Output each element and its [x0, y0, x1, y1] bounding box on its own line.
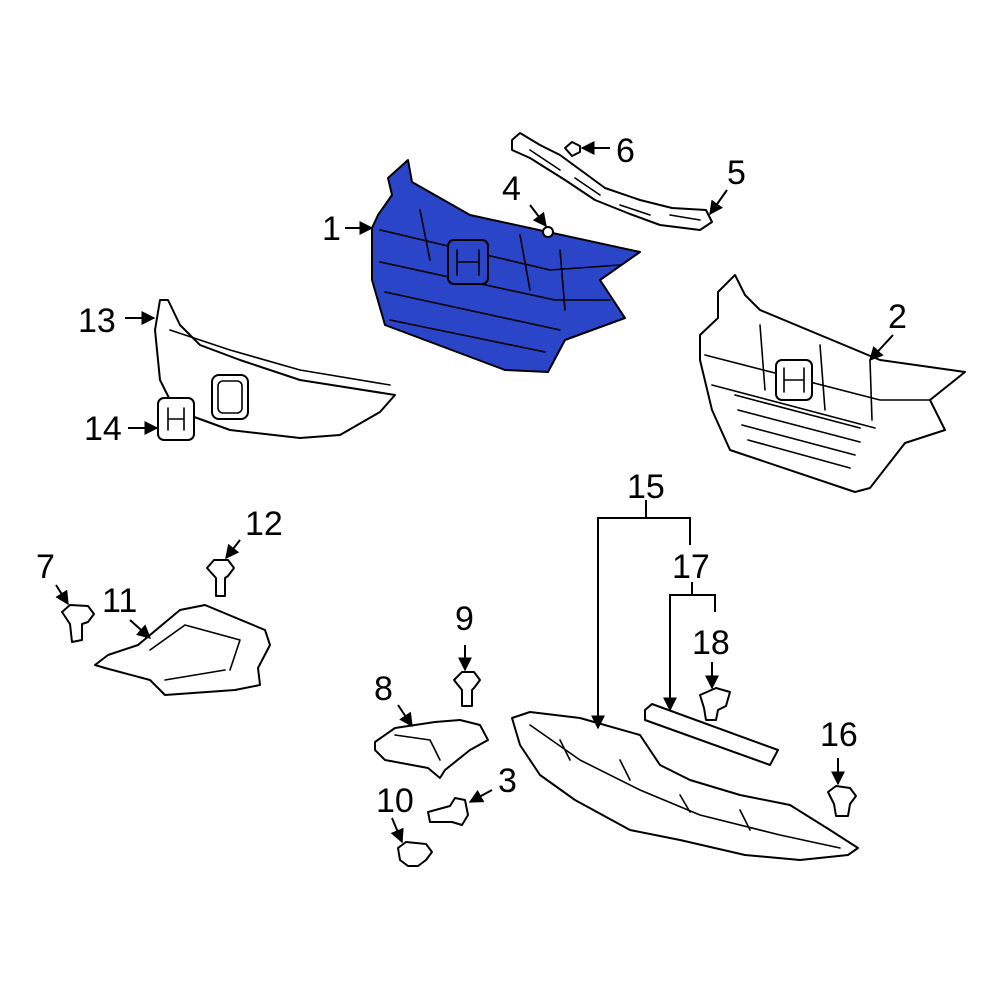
- part-4-nut[interactable]: [542, 226, 554, 238]
- callout-12: 12: [245, 505, 283, 543]
- callout-18: 18: [692, 624, 730, 662]
- callout-5: 5: [727, 154, 746, 192]
- part-5-upper-bracket[interactable]: [511, 132, 713, 231]
- callout-16: 16: [820, 716, 858, 754]
- part-9-bolt[interactable]: [453, 671, 481, 707]
- leader-lines: [55, 141, 894, 844]
- part-2-grille-assembly[interactable]: [699, 274, 966, 493]
- part-15-lower-cover[interactable]: [511, 711, 859, 861]
- callout-15: 15: [627, 468, 665, 506]
- callout-14: 14: [84, 410, 122, 448]
- part-10-clip[interactable]: [397, 841, 433, 867]
- callout-11: 11: [102, 582, 137, 620]
- part-7-clip[interactable]: [61, 604, 95, 643]
- part-11-bracket[interactable]: [94, 604, 271, 696]
- callout-4: 4: [502, 170, 521, 208]
- part-14-emblem[interactable]: [157, 397, 195, 441]
- part-16-clip[interactable]: [827, 785, 857, 817]
- part-3-screw[interactable]: [427, 797, 469, 826]
- part-8-bracket[interactable]: [374, 719, 489, 779]
- callout-13: 13: [78, 302, 116, 340]
- callout-6: 6: [616, 132, 635, 170]
- callout-2: 2: [888, 298, 907, 336]
- part-18-clip[interactable]: [699, 687, 731, 721]
- callout-17: 17: [672, 548, 710, 586]
- callout-numbers: 1 2 3 4 5 6 7 8 9 10 11 12 13 14 15 16 1…: [36, 132, 907, 820]
- part-17-seal-strip[interactable]: [644, 703, 779, 766]
- part-13-garnish[interactable]: [154, 299, 396, 439]
- part-12-bolt[interactable]: [206, 559, 235, 597]
- callout-7: 7: [36, 548, 55, 586]
- part-1-grille[interactable]: [371, 159, 641, 373]
- part-6-screw[interactable]: [564, 141, 581, 157]
- callout-8: 8: [374, 670, 393, 708]
- callout-9: 9: [455, 600, 474, 638]
- callout-1: 1: [322, 210, 341, 248]
- callout-10: 10: [376, 782, 414, 820]
- callout-3: 3: [498, 762, 517, 800]
